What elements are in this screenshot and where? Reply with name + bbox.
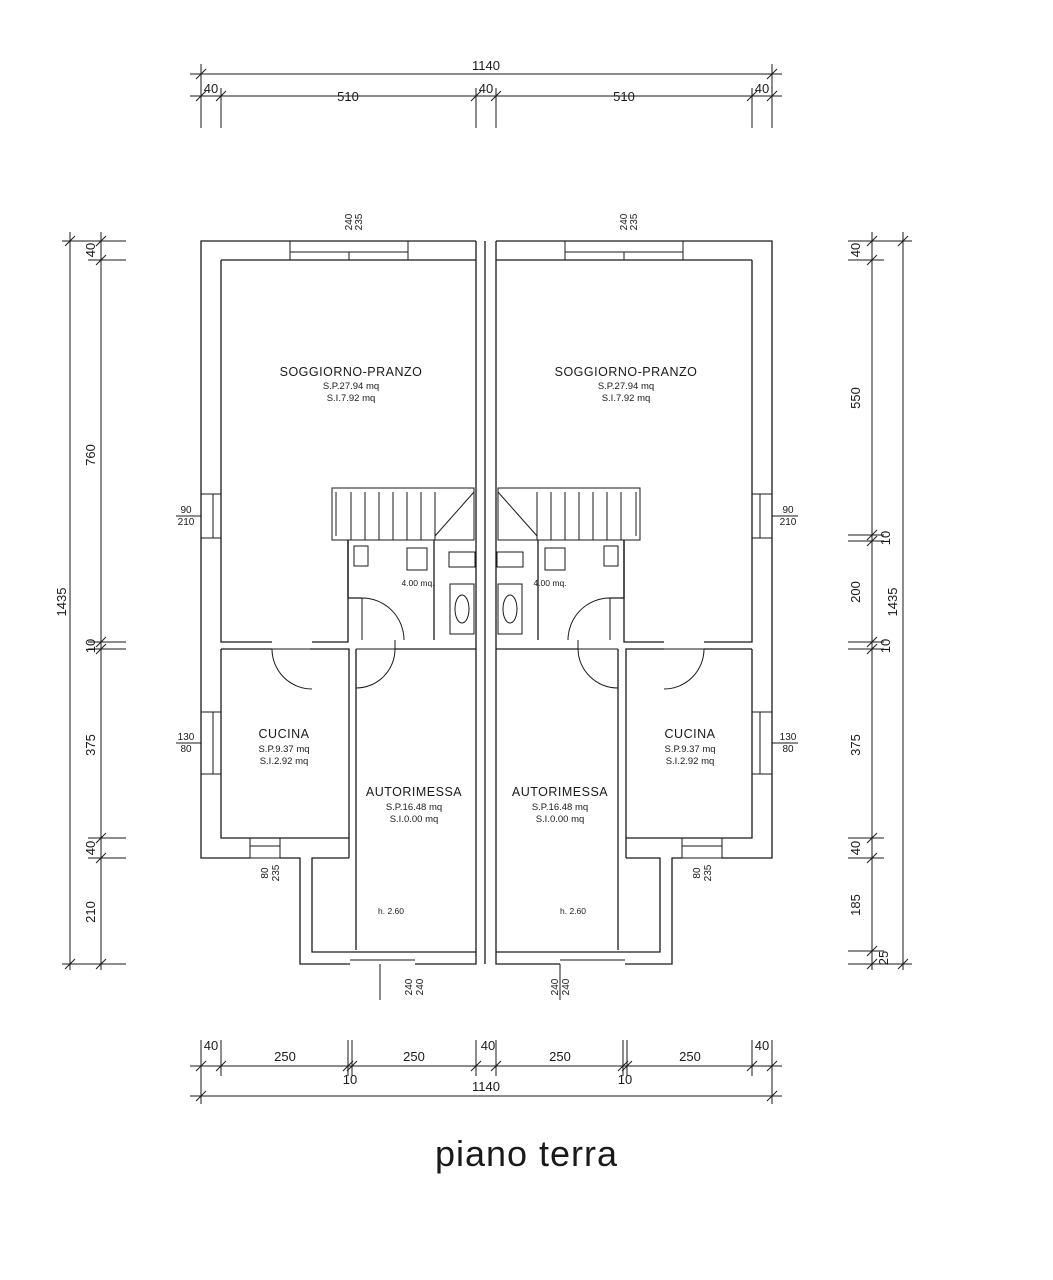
right-top-window-w: 240 [619, 213, 630, 230]
left-side-window-h: 210 [178, 517, 195, 528]
right-garage-door-w: 240 [550, 978, 561, 995]
right-living-room-sp: S.P.27.94 mq [598, 381, 654, 392]
right-garage-si: S.I.0.00 mq [536, 814, 585, 825]
bottom-dim-4: 40 [481, 1038, 495, 1053]
top-dim-4: 510 [613, 89, 635, 104]
bottom-dim-3: 250 [403, 1049, 425, 1064]
right-dim-6: 375 [848, 734, 863, 756]
left-living-room-name: SOGGIORNO-PRANZO [280, 365, 423, 379]
right-garage-name: AUTORIMESSA [512, 785, 608, 799]
left-dim-6: 210 [83, 901, 98, 923]
left-garage-si: S.I.0.00 mq [390, 814, 439, 825]
plan-title: piano terra [434, 1133, 619, 1174]
top-dim-5: 40 [755, 81, 769, 96]
left-bath-area: 4.00 mq. [401, 578, 434, 588]
right-kitchen-bottom-window-w: 80 [692, 867, 703, 879]
bottom-total-dim: 1140 [472, 1079, 500, 1094]
bottom-gap-1: 10 [343, 1072, 357, 1087]
right-kitchen-window-h: 80 [782, 744, 794, 755]
left-dim-5: 40 [83, 841, 98, 855]
right-garage-height: h. 2.60 [560, 906, 586, 916]
left-living-room-sp: S.P.27.94 mq [323, 381, 379, 392]
bottom-gap-2: 10 [618, 1072, 632, 1087]
right-dim-9: 25 [876, 951, 891, 965]
bathroom-right [496, 540, 625, 640]
right-bath-area: 4.00 mq. [533, 578, 566, 588]
right-living-room-si: S.I.7.92 mq [602, 393, 651, 404]
stairs-left [331, 487, 475, 541]
right-kitchen-name: CUCINA [665, 727, 716, 741]
right-garage-sp: S.P.16.48 mq [532, 802, 588, 813]
left-total-dim: 1435 [54, 588, 69, 617]
right-dim-8: 185 [848, 894, 863, 916]
left-garage-door-h: 240 [415, 978, 426, 995]
right-dim-1: 40 [848, 243, 863, 257]
bottom-dimension-chain [190, 1040, 782, 1104]
bathroom-left [347, 540, 476, 640]
top-dim-3: 40 [479, 81, 493, 96]
left-kitchen-bottom-window-h: 235 [271, 864, 282, 881]
right-dim-4: 200 [848, 581, 863, 603]
right-garage-door-h: 240 [561, 978, 572, 995]
left-garage-door-w: 240 [404, 978, 415, 995]
windows [200, 240, 773, 961]
left-side-window-w: 90 [180, 505, 192, 516]
left-dim-4: 375 [83, 734, 98, 756]
left-kitchen-name: CUCINA [259, 727, 310, 741]
top-dim-1: 40 [204, 81, 218, 96]
right-living-room-name: SOGGIORNO-PRANZO [555, 365, 698, 379]
top-total-dim: 1140 [472, 58, 500, 73]
left-garage-sp: S.P.16.48 mq [386, 802, 442, 813]
top-dim-2: 510 [337, 89, 359, 104]
left-kitchen-window-h: 80 [180, 744, 192, 755]
walls [200, 240, 773, 965]
left-top-window-w: 240 [344, 213, 355, 230]
stairs-right [497, 487, 641, 541]
right-dim-5: 10 [878, 639, 893, 653]
left-top-window-h: 235 [354, 213, 365, 230]
left-dim-2: 760 [83, 444, 98, 466]
bottom-dim-1: 40 [204, 1038, 218, 1053]
bottom-dim-7: 40 [755, 1038, 769, 1053]
right-side-window-w: 90 [782, 505, 794, 516]
bottom-dim-2: 250 [274, 1049, 296, 1064]
right-kitchen-sp: S.P.9.37 mq [664, 744, 715, 755]
bottom-dim-6: 250 [679, 1049, 701, 1064]
doors [271, 597, 705, 690]
right-dimension-chain [848, 232, 912, 970]
right-dim-3: 10 [878, 531, 893, 545]
right-kitchen-bottom-window-h: 235 [703, 864, 714, 881]
left-kitchen-bottom-window-w: 80 [260, 867, 271, 879]
left-kitchen-sp: S.P.9.37 mq [258, 744, 309, 755]
right-top-window-h: 235 [629, 213, 640, 230]
right-side-window-h: 210 [780, 517, 797, 528]
left-dim-1: 40 [83, 243, 98, 257]
right-kitchen-si: S.I.2.92 mq [666, 756, 715, 767]
right-total-dim: 1435 [885, 588, 900, 617]
right-dim-7: 40 [848, 841, 863, 855]
left-dim-3: 10 [83, 639, 98, 653]
left-kitchen-window-w: 130 [178, 732, 195, 743]
left-garage-name: AUTORIMESSA [366, 785, 462, 799]
top-dimension-chain [190, 64, 782, 128]
right-kitchen-window-w: 130 [780, 732, 797, 743]
left-living-room-si: S.I.7.92 mq [327, 393, 376, 404]
bottom-dim-5: 250 [549, 1049, 571, 1064]
left-garage-height: h. 2.60 [378, 906, 404, 916]
left-dimension-chain [62, 232, 126, 970]
right-dim-2: 550 [848, 387, 863, 409]
left-kitchen-si: S.I.2.92 mq [260, 756, 309, 767]
